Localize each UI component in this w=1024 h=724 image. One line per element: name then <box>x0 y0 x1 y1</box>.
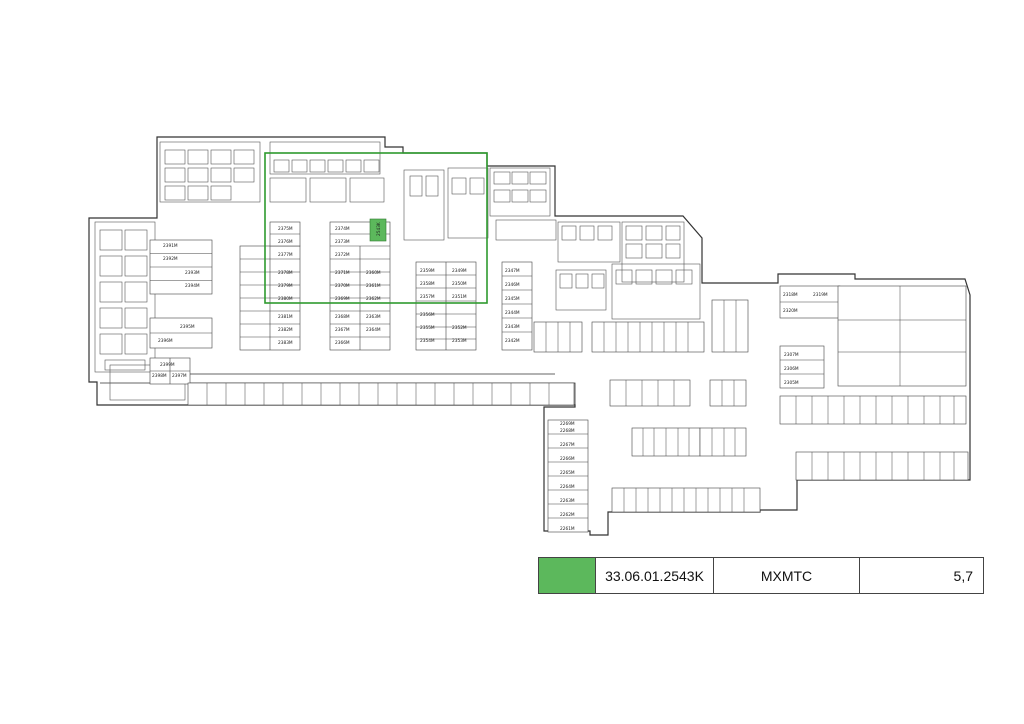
room-label: 2353M <box>452 338 467 344</box>
room-label: 2262M <box>560 512 575 518</box>
room-label: 2373M <box>335 239 350 245</box>
room-label: 2399M <box>160 362 175 368</box>
room-label: 2395M <box>180 324 195 330</box>
room-label: 2355M <box>420 325 435 331</box>
room-label: 2265M <box>560 470 575 476</box>
room-label: 2362M <box>366 296 381 302</box>
room-label: 2366M <box>335 340 350 346</box>
room-label: 2370M <box>335 283 350 289</box>
room-label: 2319M <box>813 292 828 298</box>
room-label: 2267M <box>560 442 575 448</box>
room-label: 2393M <box>185 270 200 276</box>
room-label: 2268M <box>560 428 575 434</box>
room-label: 2350M <box>452 281 467 287</box>
room-label: 2351M <box>452 294 467 300</box>
top-left-rooms <box>94 141 385 401</box>
room-label: 2356M <box>420 312 435 318</box>
room-label: 2398M <box>152 373 167 379</box>
room-label: 2263M <box>560 498 575 504</box>
room-label: 2361M <box>366 283 381 289</box>
room-label: 2372M <box>335 252 350 258</box>
room-label: 2396M <box>158 338 173 344</box>
room-label: 2266M <box>560 456 575 462</box>
room-label: 2383M <box>278 340 293 346</box>
room-label: 2344M <box>505 310 520 316</box>
room-label: 2269M <box>560 421 575 427</box>
legend-room-code: 33.06.01.2543K <box>596 558 714 593</box>
room-label: 2392M <box>163 256 178 262</box>
room-label: 2374M <box>335 226 350 232</box>
room-label: 2320M <box>783 308 798 314</box>
room-label: 2264M <box>560 484 575 490</box>
room-label: 2378M <box>278 270 293 276</box>
room-label: 2306M <box>784 366 799 372</box>
room-label: 2380M <box>278 296 293 302</box>
room-label: 2369M <box>335 296 350 302</box>
room-label: 2382M <box>278 327 293 333</box>
center-top-rooms <box>403 167 701 320</box>
room-label: 2345M <box>505 296 520 302</box>
selection-frame <box>264 152 488 304</box>
room-label: 2357M <box>420 294 435 300</box>
room-label: 2391M <box>163 243 178 249</box>
room-label: 2397M <box>172 373 187 379</box>
room-label: 2347M <box>505 268 520 274</box>
room-labels: 2391M 2392M 2393M 2394M 2395M 2396M 2399… <box>152 226 828 532</box>
legend-area-value: 5,7 <box>953 567 973 584</box>
room-label: 2349M <box>452 268 467 274</box>
room-label: 2367M <box>335 327 350 333</box>
room-label: 2342M <box>505 338 520 344</box>
room-label: 2359M <box>420 268 435 274</box>
legend-table: 33.06.01.2543K MXMTC 5,7 <box>538 557 984 594</box>
room-label: 2354M <box>420 338 435 344</box>
room-label: 2377M <box>278 252 293 258</box>
legend-room-name: MXMTC <box>714 558 860 593</box>
room-label: 2379M <box>278 283 293 289</box>
room-label: 2343M <box>505 324 520 330</box>
room-label: 2363M <box>366 314 381 320</box>
room-label: 2307M <box>784 352 799 358</box>
room-label: 2371M <box>335 270 350 276</box>
parking-stalls <box>149 221 969 533</box>
room-label: 2381M <box>278 314 293 320</box>
room-label: 2318M <box>783 292 798 298</box>
room-label: 2375M <box>278 226 293 232</box>
room-label: 2358M <box>420 281 435 287</box>
room-label: 2305M <box>784 380 799 386</box>
room-label: 2352M <box>452 325 467 331</box>
room-label: 2394M <box>185 283 200 289</box>
room-label: 2368M <box>335 314 350 320</box>
room-label: 2360M <box>366 270 381 276</box>
room-label: 2261M <box>560 526 575 532</box>
stall-dividers <box>206 286 966 512</box>
room-label: 2376M <box>278 239 293 245</box>
highlighted-room <box>369 218 387 242</box>
legend-color-swatch <box>539 558 596 593</box>
highlighted-room-label: 2543K <box>376 222 382 236</box>
room-label: 2346M <box>505 282 520 288</box>
room-label: 2364M <box>366 327 381 333</box>
